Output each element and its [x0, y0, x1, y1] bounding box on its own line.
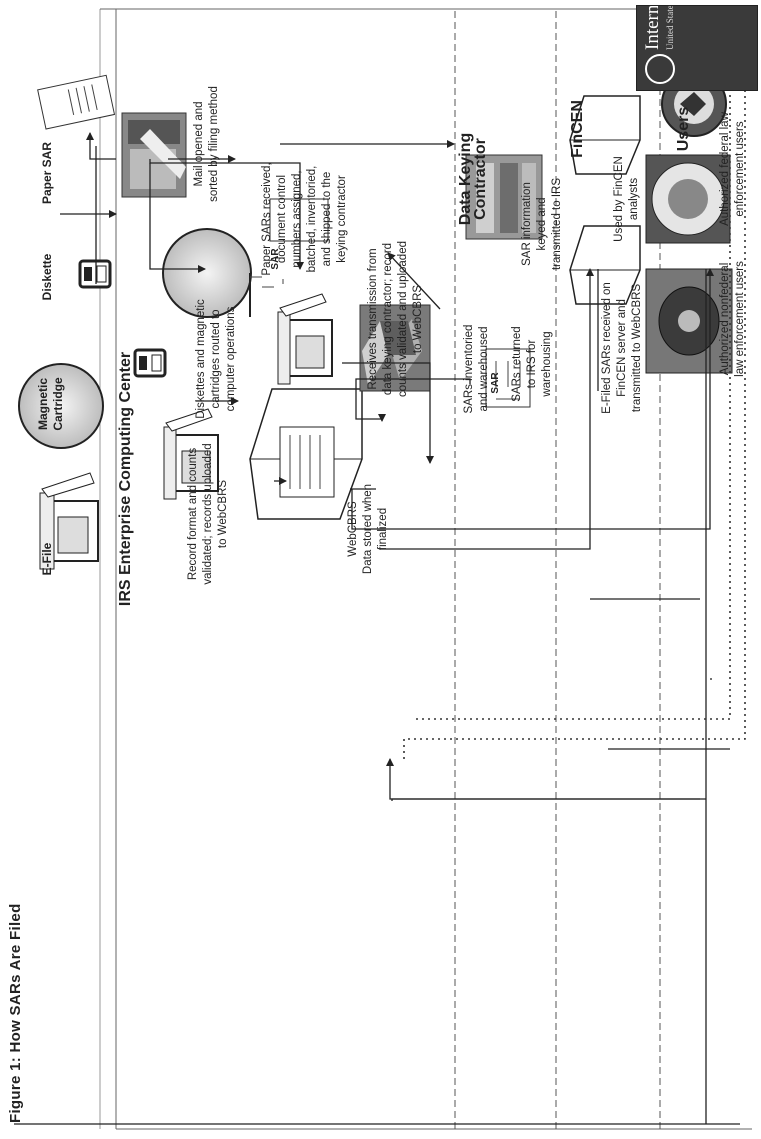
irs-eagle-icon — [645, 54, 675, 84]
sar-document-icon — [269, 198, 329, 242]
webcbrs-to-fincen-line — [380, 268, 594, 550]
magnetic-cartridge-icon — [18, 363, 104, 449]
efile-to-fincen-arrow — [705, 269, 707, 1124]
record-format-caption: Record format and counts validated; reco… — [187, 443, 229, 585]
mail-room-photo — [121, 112, 187, 198]
diskette-icon-2 — [133, 348, 167, 378]
contractor-photo — [465, 154, 543, 240]
contractor-column-header: Data Keying Contractor — [457, 132, 489, 226]
federal-users-caption: Authorized federal law enforcement users — [719, 112, 746, 226]
paper-sar-label: Paper SAR — [40, 141, 54, 205]
efile-label: E-File — [40, 542, 54, 576]
receiving-computer-icon — [277, 293, 333, 385]
fincen-server-icon-1 — [569, 95, 641, 175]
irs-column-header: IRS Enterprise Computing Center — [117, 351, 134, 607]
returned-sar-document-icon — [485, 348, 531, 408]
keyed-arrow — [387, 252, 441, 310]
sar-doc-label: SAR — [270, 248, 281, 270]
warehouse-box — [359, 304, 431, 392]
nonfederal-users-caption: Authorized nonfederal law enforcement us… — [719, 261, 746, 377]
efiled-caption: E-Filed SARs received on FinCEN server a… — [601, 282, 643, 414]
magnetic-cartridge-icon-2 — [162, 228, 252, 318]
irs-logo-subtitle: United States Department of the Treasury — [665, 5, 675, 50]
irs-logo-name: Internal Revenue Service — [642, 5, 664, 50]
validation-computer-icon — [163, 408, 219, 500]
flow-arrows — [60, 132, 730, 750]
keyed-caption: SAR information keyed and transmitted to… — [521, 177, 563, 271]
receives-transmission-caption: Receives transmission from data keying c… — [367, 241, 424, 398]
returned-caption: SARs returned to IRS for warehousing — [511, 326, 553, 402]
mail-opened-caption: Mail opened and sorted by filing method — [193, 86, 220, 202]
fincen-analysts-caption: Used by FinCEN analysts — [613, 156, 640, 242]
diskettes-routed-caption: Diskettes and magnetic cartridges routed… — [195, 299, 237, 419]
user-access-dotted-lines — [403, 9, 746, 759]
irs-logo: Internal Revenue Service United States D… — [636, 5, 758, 91]
fincen-server-icon-2 — [569, 225, 641, 305]
efile-computer-icon — [39, 472, 99, 570]
fincen-column-header: FinCEN — [569, 100, 586, 158]
magnetic-cartridge-label: Magnetic Cartridge — [36, 377, 65, 431]
figure-title: Figure 1: How SARs Are Filed — [7, 903, 24, 1123]
dhs-seal-icon — [645, 154, 731, 244]
paper-sar-icon — [37, 74, 116, 130]
diskette-icon — [78, 259, 112, 289]
fincen-to-webcbrs-arrow — [386, 758, 706, 801]
webcbrs-caption: WebCBRS Data stored when finalized — [347, 483, 389, 575]
webcbrs-server-icon — [249, 388, 363, 520]
diskette-label: Diskette — [40, 253, 54, 301]
returned-sar-doc-label: SAR — [490, 372, 501, 394]
sar-document-lines — [250, 276, 284, 288]
